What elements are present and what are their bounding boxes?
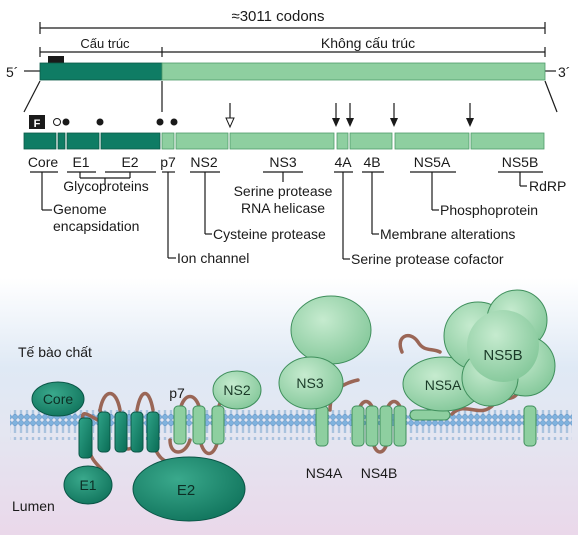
genome-encapsidation-label-2: encapsidation xyxy=(53,218,139,234)
ns4a-name: 4A xyxy=(334,154,352,170)
e1-segment xyxy=(66,132,100,150)
p7-name: p7 xyxy=(160,154,176,170)
signal-marker xyxy=(48,56,64,63)
f-protein-box xyxy=(29,115,45,129)
p7-segment xyxy=(161,132,175,150)
cleavage-arrows xyxy=(225,103,474,129)
genome-section: ≈3011 codons Cấu trúc Không cấu trúc 5´ … xyxy=(6,8,570,113)
e1-protein xyxy=(63,465,113,505)
ns5b-protein xyxy=(443,289,556,407)
ns4b-segment xyxy=(349,132,393,150)
ns3-protein-label: NS3 xyxy=(296,375,323,391)
cytoplasm-label: Tế bào chất xyxy=(18,344,92,360)
ns5b-name: NS5B xyxy=(502,154,539,170)
leader-lines xyxy=(41,172,527,260)
ns2-name: NS2 xyxy=(190,154,217,170)
five-prime-label: 5´ xyxy=(6,64,18,80)
ns2-protein-label: NS2 xyxy=(223,382,250,398)
e2-name: E2 xyxy=(121,154,138,170)
cleavage-dot xyxy=(96,118,104,126)
rdrp-label: RdRP xyxy=(529,178,566,194)
lipid-bilayer xyxy=(10,410,572,440)
structural-region-label: Cấu trúc xyxy=(80,36,130,51)
nonstructural-region-label: Không cấu trúc xyxy=(321,35,415,51)
ns2-segment xyxy=(175,132,229,150)
three-prime-label: 3´ xyxy=(558,64,570,80)
f-protein-label: F xyxy=(34,118,41,130)
e1-protein-label: E1 xyxy=(79,477,96,493)
serine-protease-cofactor-label: Serine protease cofactor xyxy=(351,251,504,267)
membrane-alterations-label: Membrane alterations xyxy=(380,226,515,242)
ns2-protein xyxy=(212,370,262,410)
ns5b-segment xyxy=(470,132,545,150)
glycoproteins-label: Glycoproteins xyxy=(63,178,149,194)
genome-encapsidation-label-1: Genome xyxy=(53,201,107,217)
nonstructural-region-bar xyxy=(161,62,546,81)
ion-channel-label: Ion channel xyxy=(177,250,249,266)
ns3-segment xyxy=(229,132,335,150)
core-protein-label: Core xyxy=(43,391,74,407)
ns3-protein xyxy=(278,356,344,410)
phosphoprotein-label: Phosphoprotein xyxy=(440,202,538,218)
structural-tm-helices xyxy=(78,411,160,459)
rna-helicase-label: RNA helicase xyxy=(241,200,325,216)
ns4b-protein-label: NS4B xyxy=(361,465,398,481)
codon-count-label: ≈3011 codons xyxy=(231,8,324,25)
e2-segment xyxy=(100,132,161,150)
cleavage-open-dot xyxy=(53,118,61,126)
e2-protein-label: E2 xyxy=(177,482,195,499)
ns5a-protein-label: NS5A xyxy=(425,377,462,393)
membrane-section: Tế bào chất Lumen xyxy=(0,278,578,535)
cysteine-protease-label: Cysteine protease xyxy=(213,226,326,242)
lumen-label: Lumen xyxy=(12,498,55,514)
ns4b-name: 4B xyxy=(363,154,380,170)
ns5a-name: NS5A xyxy=(414,154,451,170)
core-signal-segment xyxy=(57,132,66,150)
cleavage-dot xyxy=(170,118,178,126)
ns5a-segment xyxy=(394,132,470,150)
ns3-name: NS3 xyxy=(269,154,296,170)
e2-protein xyxy=(132,456,246,522)
core-name: Core xyxy=(28,154,59,170)
ns4a-protein-label: NS4A xyxy=(306,465,343,481)
ns5b-protein-label: NS5B xyxy=(483,347,522,364)
ns3-helicase-domain xyxy=(290,295,372,365)
core-segment xyxy=(23,132,57,150)
p7-protein-label: p7 xyxy=(169,385,185,401)
processed-proteins: F Core E1 E2 xyxy=(23,103,566,267)
serine-protease-label: Serine protease xyxy=(234,183,333,199)
p7-ns2-helices xyxy=(173,405,537,447)
e1-name: E1 xyxy=(72,154,89,170)
cleavage-dot xyxy=(156,118,164,126)
cleavage-dot xyxy=(62,118,70,126)
core-protein xyxy=(31,381,85,417)
ns4a-segment xyxy=(336,132,349,150)
structural-region-bar xyxy=(39,62,163,81)
